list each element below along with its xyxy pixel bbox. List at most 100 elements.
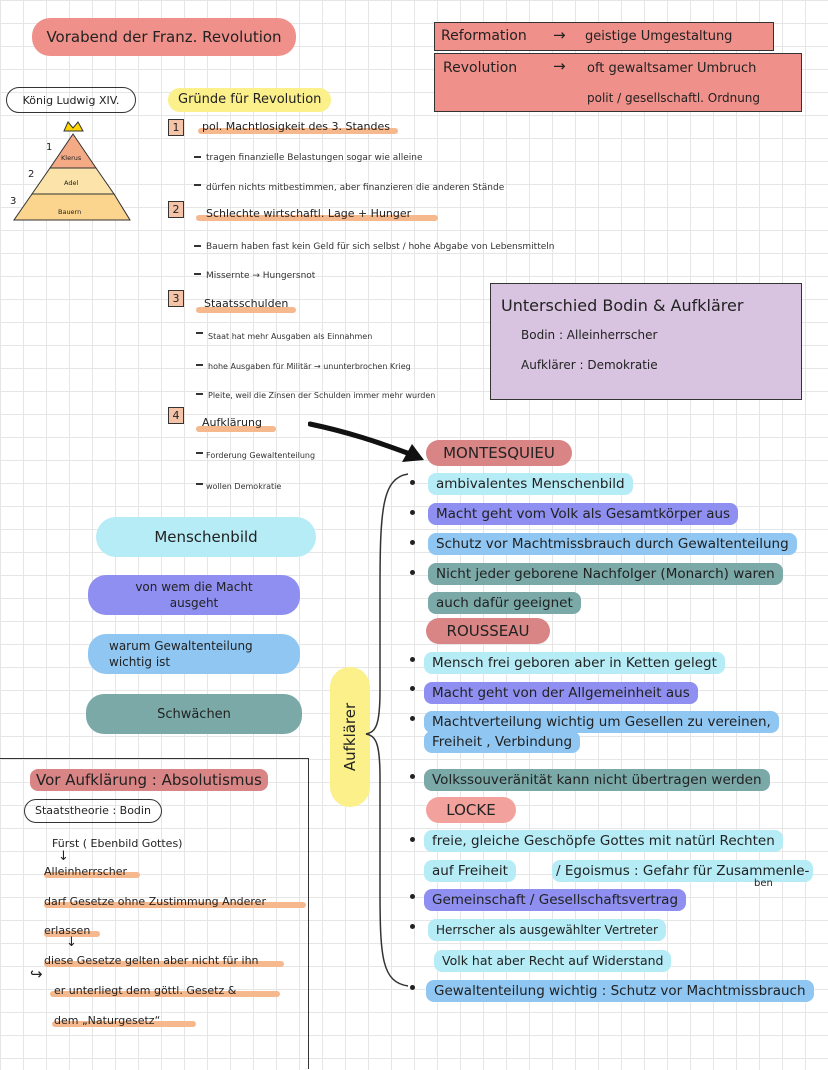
montesquieu-item-5: auch dafür geeignet [428, 592, 581, 614]
legend-macht-label: von wem die Macht ausgeht [135, 580, 253, 610]
pyramid-tier-klerus [49, 133, 97, 169]
king-label: König Ludwig XIV. [22, 93, 120, 107]
revolution-term: Revolution [443, 60, 518, 76]
legend-menschenbild-label: Menschenbild [154, 528, 258, 546]
reason-number-2: 2 [168, 201, 184, 218]
montesquieu-item-1: ambivalentes Menschenbild [428, 473, 633, 495]
reason-4-point-2: wollen Demokratie [206, 482, 282, 491]
absolutismus-line-2: Alleinherrscher [44, 865, 128, 878]
locke-item-5: Gemeinschaft / Gesellschaftsvertrag [424, 889, 687, 911]
reason-title-3: Staatsschulden [204, 297, 289, 310]
absolutismus-line-7-highlight [52, 1021, 196, 1027]
legend-gewalten-label: warum Gewaltenteilung wichtig ist [109, 639, 253, 669]
locke-bullet-4 [410, 985, 415, 990]
montesquieu-name: MONTESQUIEU [443, 444, 555, 462]
reason-3-point-2: hohe Ausgaben für Militär → ununterbroch… [208, 362, 411, 371]
reason-title-1-highlight [198, 128, 398, 134]
estates-pyramid: 1 2 3 Klerus Adel Bauern [10, 121, 131, 221]
montesquieu-item-2: Macht geht vom Volk als Gesamtkörper aus [428, 503, 739, 525]
reason-4-dash-1 [196, 452, 203, 454]
legend-gewalten: warum Gewaltenteilung wichtig ist [88, 634, 300, 674]
arrow-icon [308, 421, 424, 462]
reformation-arrow: → [553, 26, 566, 44]
reason-1-point-2: dürfen nichts mitbestimmen, aber finanzi… [206, 183, 505, 193]
reason-number-4: 4 [168, 407, 184, 424]
rousseau-item-2: Macht geht von der Allgemeinheit aus [424, 682, 698, 704]
montesquieu-bullet-1 [410, 480, 415, 485]
reason-2-dash-1 [194, 245, 201, 247]
revolution-meaning: oft gewaltsamer Umbruch [587, 61, 757, 76]
rousseau-name: ROUSSEAU [446, 622, 530, 640]
rousseau-bullet-1 [410, 657, 415, 662]
reason-number-1: 1 [168, 119, 184, 136]
reason-title-2: Schlechte wirtschaftl. Lage + Hunger [206, 207, 412, 220]
locke-item-8: Gewaltenteilung wichtig : Schutz vor Mac… [426, 980, 814, 1002]
aufklaerer-pill [330, 667, 370, 807]
absolutismus-line-5: diese Gesetze gelten aber nicht für ihn [44, 954, 259, 967]
montesquieu-item-4: Nicht jeder geborene Nachfolger (Monarch… [428, 563, 783, 585]
rousseau-bullet-5 [410, 774, 415, 779]
locke-item-3: / Egoismus : Gefahr für Zusammenle- [552, 860, 814, 882]
pyramid-num-1: 1 [46, 142, 52, 153]
pyramid-num-2: 2 [28, 169, 34, 180]
return-arrow-icon: ↪ [30, 965, 43, 983]
absolutismus-line-2-highlight [44, 872, 140, 878]
revolution-row: Revolution → oft gewaltsamer Umbruch pol… [434, 53, 802, 112]
rousseau-item-1: Mensch frei geboren aber in Ketten geleg… [424, 652, 725, 674]
absolutismus-line-4-highlight [44, 931, 100, 937]
legend-schwaechen-label: Schwächen [157, 706, 231, 722]
absolutismus-line-5-highlight [44, 961, 284, 967]
montesquieu-bullet-2 [410, 510, 415, 515]
reformation-meaning: geistige Umgestaltung [585, 29, 733, 44]
locke-bullet-2 [410, 894, 415, 899]
revolution-meaning2: polit / gesellschaftl. Ordnung [587, 91, 761, 105]
definitions-box: Reformation → geistige Umgestaltung Revo… [434, 22, 802, 112]
rousseau-item-3: Machtverteilung wichtig um Gesellen zu v… [424, 711, 779, 733]
page-title-pill: Vorabend der Franz. Revolution [32, 18, 296, 56]
reason-number-3: 3 [168, 290, 184, 307]
reason-3-dash-1 [196, 332, 203, 334]
locke-item-4: ben [754, 878, 773, 889]
absolutismus-arrow-1: ↓ [58, 849, 69, 864]
reason-3-dash-3 [196, 393, 203, 395]
reason-2-point-2: Missernte → Hungersnot [206, 271, 316, 281]
difference-box: Unterschied Bodin & Aufklärer Bodin : Al… [490, 283, 802, 400]
pyramid-tier-bauern [13, 193, 131, 221]
absolutismus-line-3: darf Gesetze ohne Zustimmung Anderer [44, 895, 266, 908]
difference-title: Unterschied Bodin & Aufklärer [501, 296, 744, 315]
reason-1-dash-2 [194, 184, 201, 186]
reformation-term: Reformation [441, 28, 527, 44]
locke-item-7: Volk hat aber Recht auf Widerstand [434, 950, 672, 972]
reason-4-point-1: Forderung Gewaltenteilung [206, 451, 316, 460]
reason-title-4-highlight [196, 426, 276, 432]
reason-2-dash-2 [194, 273, 201, 275]
montesquieu-bullet-4 [410, 570, 415, 575]
locke-bullet-3 [410, 924, 415, 929]
rousseau-item-5: Volkssouveränität kann nicht übertragen … [424, 769, 770, 791]
rousseau-bullet-2 [410, 686, 415, 691]
absolutismus-line-1: Fürst ( Ebenbild Gottes) [52, 837, 183, 850]
page-title: Vorabend der Franz. Revolution [46, 28, 282, 46]
pyramid-label-klerus: Klerus [61, 154, 82, 162]
king-label-pill: König Ludwig XIV. [6, 87, 136, 113]
reason-3-dash-2 [196, 364, 203, 366]
legend-schwaechen: Schwächen [86, 694, 302, 734]
crown-icon [63, 121, 84, 132]
montesquieu-item-3: Schutz vor Machtmissbrauch durch Gewalte… [428, 533, 797, 555]
reason-3-point-1: Staat hat mehr Ausgaben als Einnahmen [208, 332, 373, 341]
absolutismus-line-6: er unterliegt dem göttl. Gesetz & [54, 984, 237, 997]
aufklaerer-label: Aufklärer [341, 702, 359, 772]
absolutismus-line-6-highlight [50, 991, 280, 997]
absolutismus-box: Vor Aufklärung : Absolutismus Staatstheo… [0, 758, 309, 1069]
pyramid-label-bauern: Bauern [58, 208, 81, 216]
montesquieu-bullet-3 [410, 540, 415, 545]
reason-2-point-1: Bauern haben fast kein Geld für sich sel… [206, 242, 555, 252]
absolutismus-line-3-highlight [44, 902, 306, 908]
rousseau-bullet-3 [410, 716, 415, 721]
absolutismus-line-7: dem „Naturgesetz“ [54, 1014, 161, 1027]
revolution-arrow: → [553, 57, 566, 75]
locke-bullet-1 [410, 837, 415, 842]
reason-title-3-highlight [196, 307, 296, 313]
rousseau-item-4: Freiheit , Verbindung [424, 731, 581, 753]
pyramid-label-adel: Adel [64, 179, 78, 187]
